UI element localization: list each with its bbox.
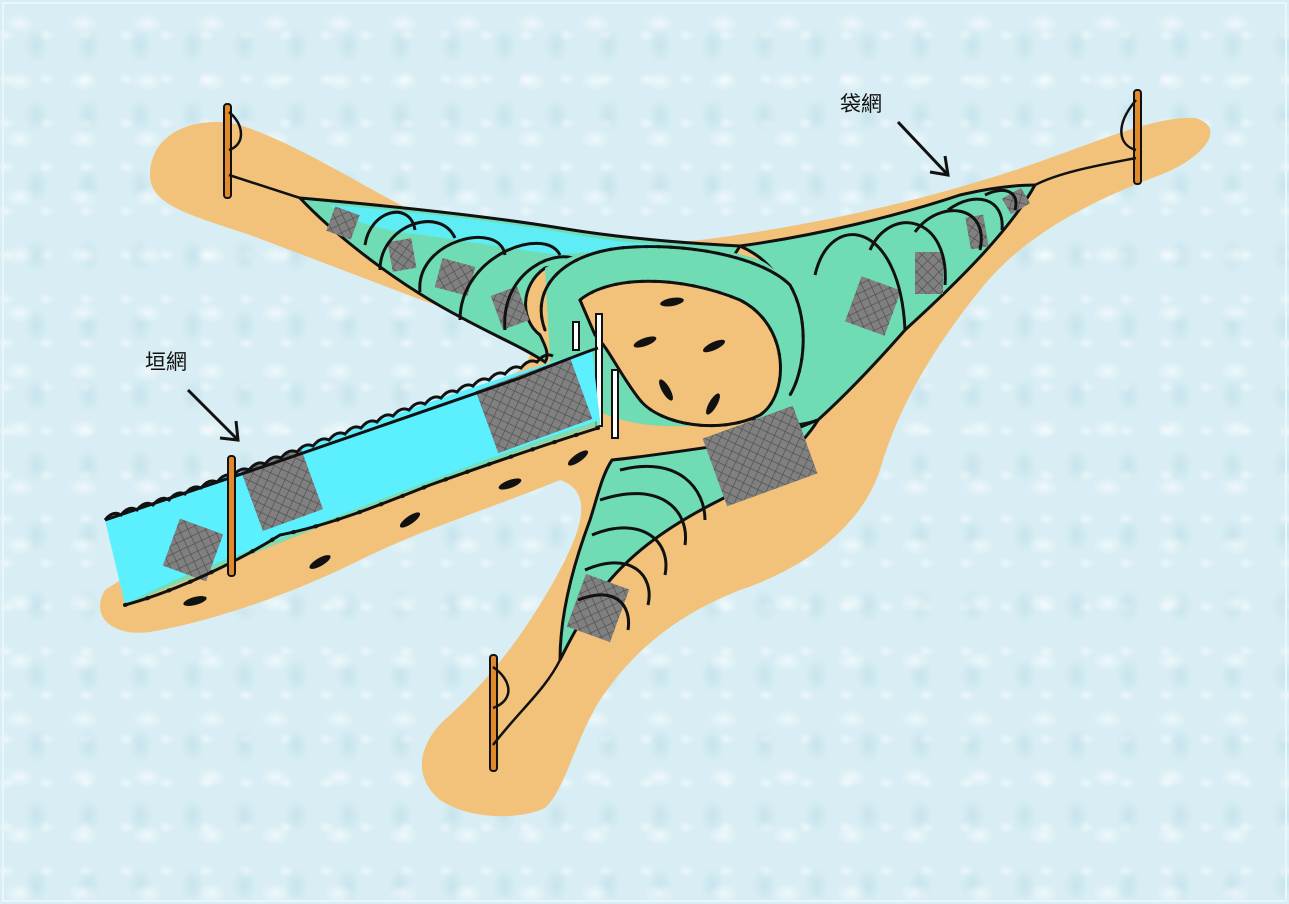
label-fukuro-ami: 袋網 bbox=[840, 92, 882, 116]
pole-leader-net bbox=[227, 455, 236, 577]
arrow-kaki-ami bbox=[186, 388, 240, 442]
pole-upper-right bbox=[1034, 89, 1142, 187]
upper-left-wing-net bbox=[296, 196, 743, 365]
lower-wing-net bbox=[558, 405, 821, 661]
anchor-poles bbox=[223, 89, 1142, 772]
arrow-fukuro-ami bbox=[896, 120, 950, 177]
pole-lower bbox=[489, 654, 562, 772]
central-loop-net bbox=[539, 245, 805, 439]
bag-net-fukuro-ami bbox=[734, 183, 1038, 427]
label-kaki-ami: 垣網 bbox=[145, 350, 187, 374]
pole-upper-left bbox=[223, 103, 301, 200]
